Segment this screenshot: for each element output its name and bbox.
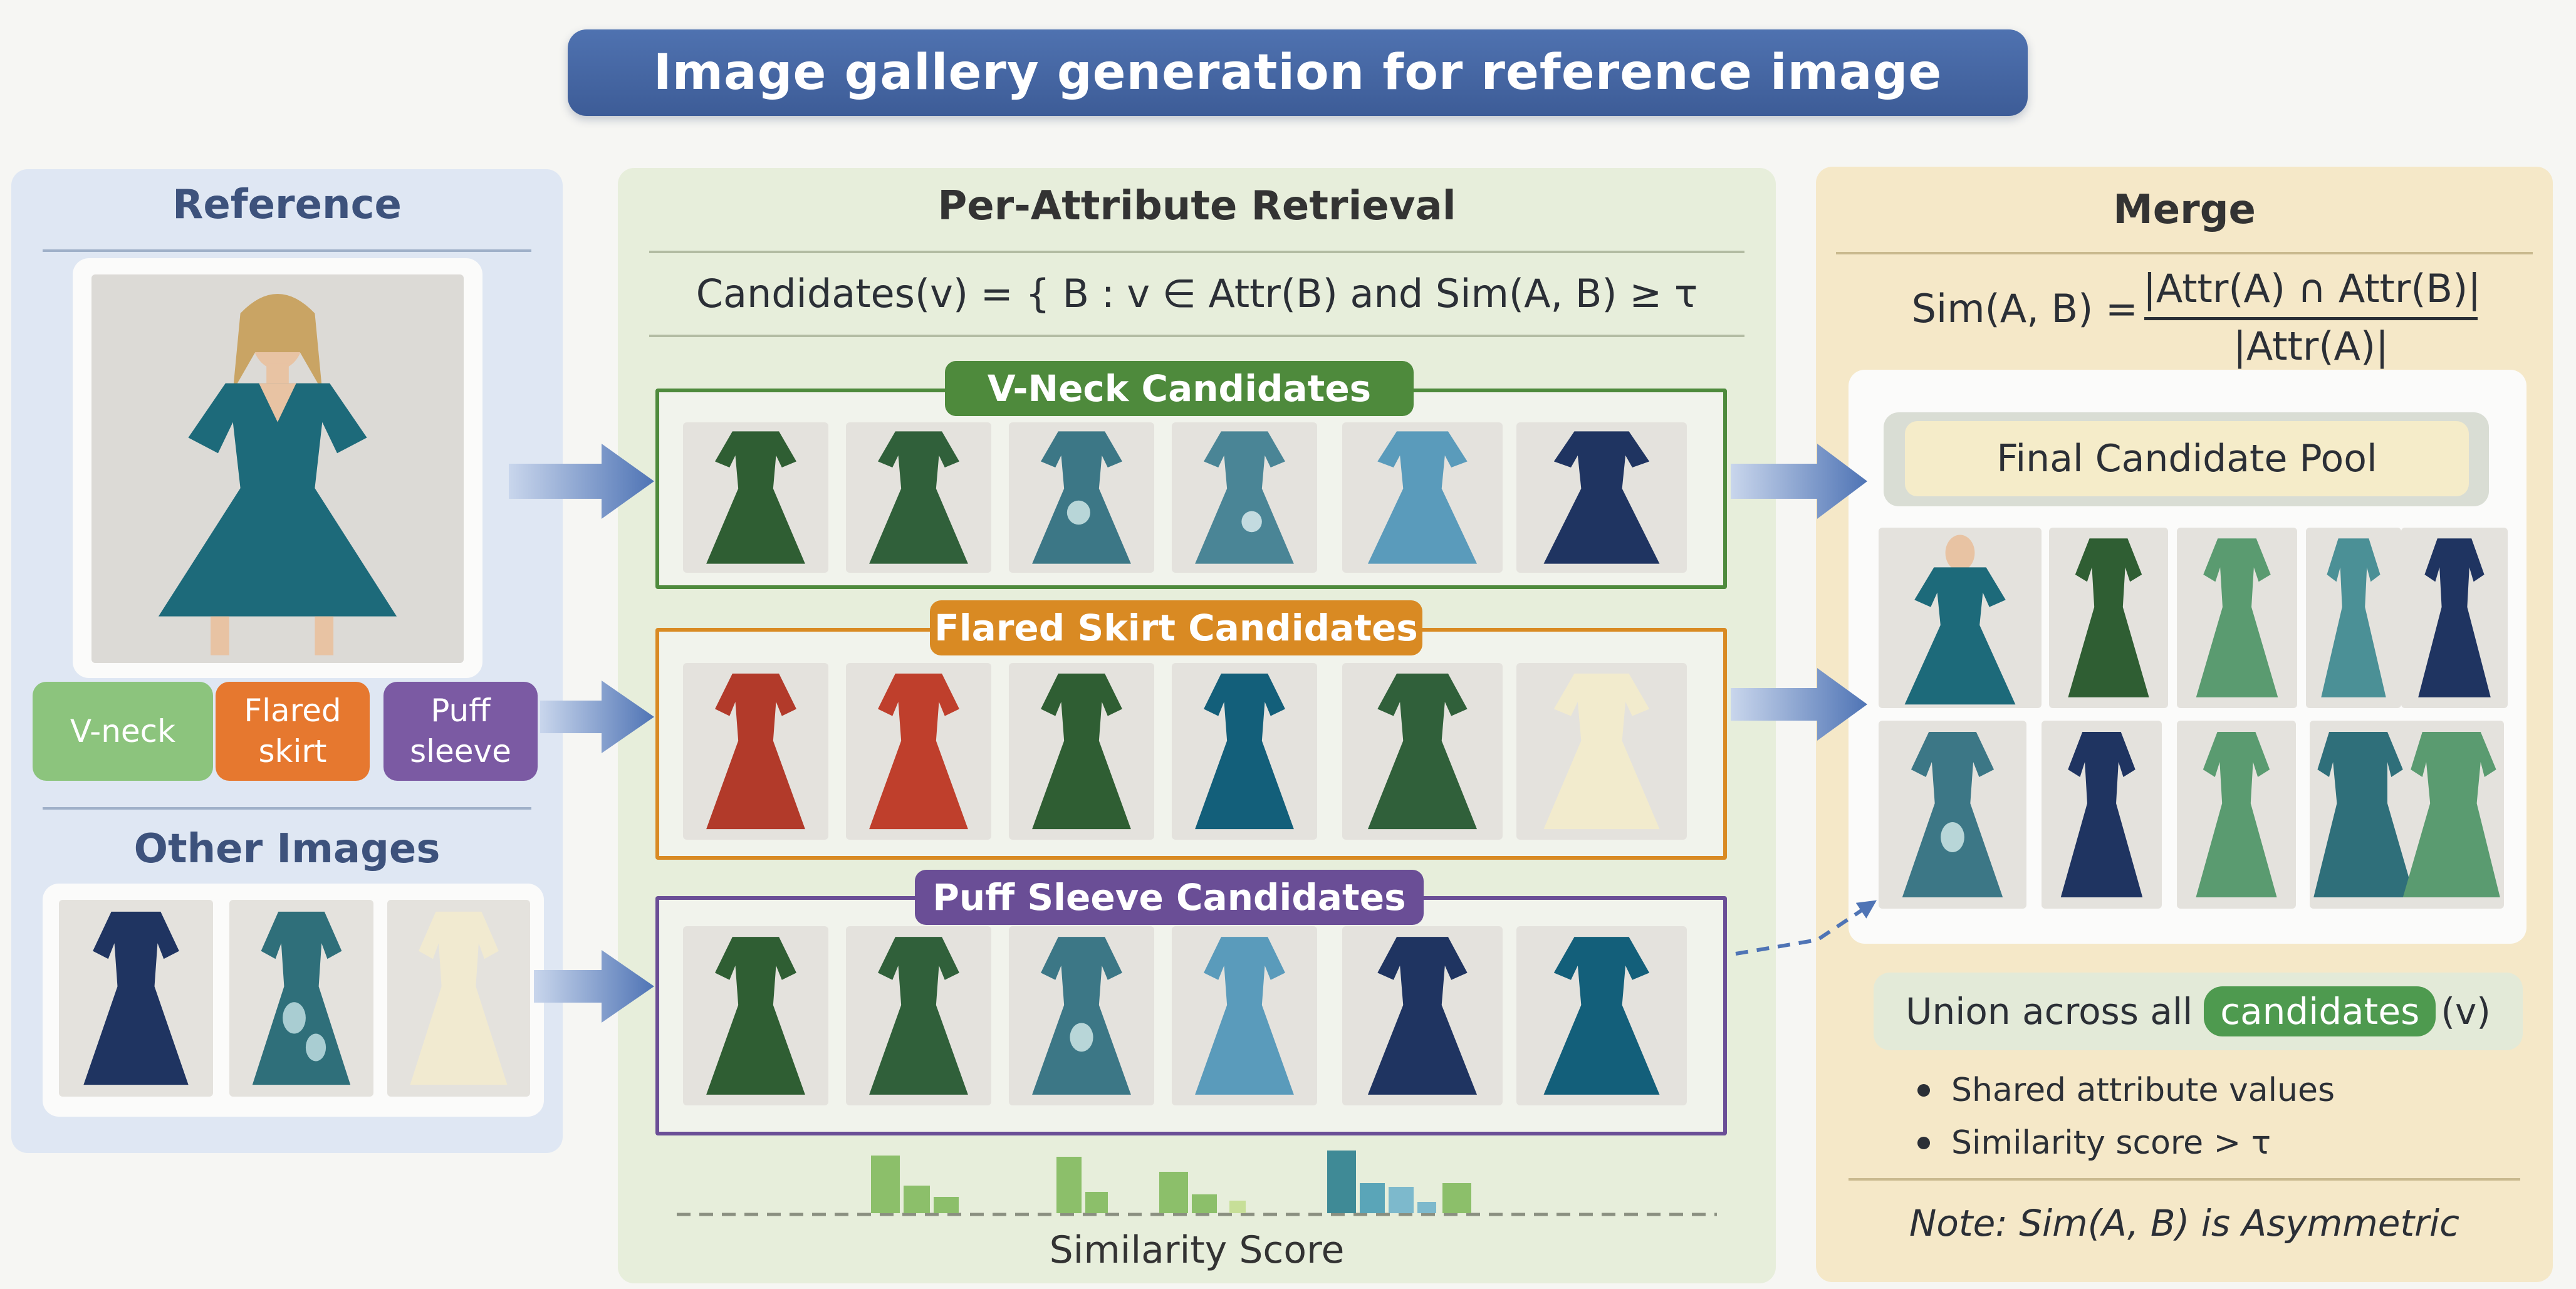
- pool-image: [2401, 528, 2508, 708]
- divider: [43, 807, 531, 810]
- tag-puff-sleeve-label: Puff sleeve: [410, 692, 511, 770]
- candidates-highlight: candidates: [2204, 986, 2436, 1036]
- candidates-formula: Candidates(v) = { B : v ∈ Attr(B) and Si…: [696, 271, 1698, 316]
- sim-formula-lhs: Sim(A, B) =: [1911, 286, 2138, 331]
- flared-skirt-candidate: [1009, 663, 1154, 840]
- sim-formula-denominator: |Attr(A)|: [2233, 323, 2389, 369]
- similarity-bar: [1192, 1194, 1217, 1213]
- fraction-bar: [2144, 317, 2478, 320]
- flared-skirt-candidate: [846, 663, 991, 840]
- puff-sleeve-candidate: [846, 926, 991, 1105]
- similarity-bar: [1360, 1183, 1385, 1213]
- tag-v-neck-label: V-neck: [70, 712, 176, 749]
- similarity-bar: [1389, 1187, 1414, 1213]
- flared-skirt-candidate: [1172, 663, 1317, 840]
- similarity-bar: [1085, 1192, 1108, 1213]
- v-neck-candidate: [1342, 422, 1503, 573]
- bullet-icon: [1917, 1084, 1930, 1097]
- divider: [43, 249, 531, 252]
- tag-v-neck: V-neck: [33, 682, 213, 781]
- flared-skirt-row-label: Flared Skirt Candidates: [930, 600, 1422, 655]
- similarity-bar: [1056, 1157, 1082, 1213]
- v-neck-candidate: [1009, 422, 1154, 573]
- divider: [649, 335, 1744, 337]
- tag-flared-skirt-label: Flared skirt: [244, 692, 342, 770]
- other-image-2: [229, 900, 373, 1097]
- other-images-heading: Other Images: [133, 826, 441, 872]
- similarity-score-label: Similarity Score: [1049, 1228, 1345, 1272]
- bullet-item: Shared attribute values: [1917, 1069, 2506, 1112]
- divider: [1836, 252, 2533, 254]
- similarity-bar: [904, 1186, 930, 1213]
- merge-heading: Merge: [2113, 187, 2256, 233]
- v-neck-candidate: [846, 422, 991, 573]
- puff-sleeve-candidate: [1009, 926, 1154, 1105]
- reference-heading: Reference: [172, 182, 402, 228]
- puff-sleeve-candidate: [683, 926, 828, 1105]
- similarity-bar: [1159, 1172, 1188, 1213]
- pool-image: [1879, 721, 2026, 909]
- bullet-item: Similarity score > τ: [1917, 1122, 2506, 1164]
- flared-skirt-candidate: [1516, 663, 1687, 840]
- puff-sleeve-row-label: Puff Sleeve Candidates: [915, 870, 1424, 925]
- asymmetric-note: Note: Sim(A, B) is Asymmetric: [1909, 1202, 2460, 1245]
- tag-flared-skirt: Flared skirt: [216, 682, 370, 781]
- flared-skirt-candidate: [1342, 663, 1503, 840]
- similarity-score-bars: [677, 1151, 1717, 1216]
- model-dress-figure: [158, 294, 397, 655]
- pool-image: [2177, 721, 2296, 909]
- similarity-bar: [1229, 1201, 1246, 1213]
- v-neck-candidate: [1172, 422, 1317, 573]
- tag-puff-sleeve: Puff sleeve: [383, 682, 538, 781]
- diagram-title: Image gallery generation for reference i…: [653, 44, 1942, 101]
- bullet-text: Similarity score > τ: [1951, 1124, 2271, 1162]
- similarity-bar: [934, 1197, 959, 1213]
- divider: [649, 251, 1744, 253]
- other-image-1: [59, 900, 213, 1097]
- v-neck-row-label: V-Neck Candidates: [945, 361, 1414, 416]
- sim-formula-numerator: |Attr(A) ∩ Attr(B)|: [2143, 266, 2481, 311]
- final-candidate-pool-label: Final Candidate Pool: [1905, 421, 2469, 496]
- divider: [1849, 1178, 2520, 1181]
- pool-image: [1879, 528, 2042, 708]
- puff-sleeve-candidate: [1342, 926, 1503, 1105]
- union-suffix: (v): [2441, 990, 2491, 1033]
- union-statement: Union across all candidates (v): [1874, 973, 2523, 1050]
- pool-image: [2049, 528, 2168, 708]
- retrieval-heading: Per-Attribute Retrieval: [937, 183, 1456, 229]
- similarity-bar: [871, 1156, 900, 1213]
- other-image-3: [387, 900, 530, 1097]
- pool-image: [2042, 721, 2162, 909]
- bullet-icon: [1917, 1137, 1930, 1149]
- flared-skirt-candidate: [683, 663, 828, 840]
- v-neck-candidate: [683, 422, 828, 573]
- similarity-bar: [1442, 1183, 1471, 1213]
- similarity-bar: [1327, 1151, 1356, 1213]
- puff-sleeve-candidate: [1516, 926, 1687, 1105]
- pool-image: [2177, 528, 2297, 708]
- union-prefix: Union across all: [1906, 990, 2193, 1033]
- title-banner: Image gallery generation for reference i…: [568, 29, 2028, 116]
- bullet-text: Shared attribute values: [1951, 1072, 2335, 1109]
- similarity-bar: [1417, 1202, 1436, 1213]
- pool-image: [2306, 528, 2401, 708]
- v-neck-candidate: [1516, 422, 1687, 573]
- pool-image: [2310, 721, 2504, 909]
- puff-sleeve-candidate: [1172, 926, 1317, 1105]
- reference-image: [91, 274, 464, 663]
